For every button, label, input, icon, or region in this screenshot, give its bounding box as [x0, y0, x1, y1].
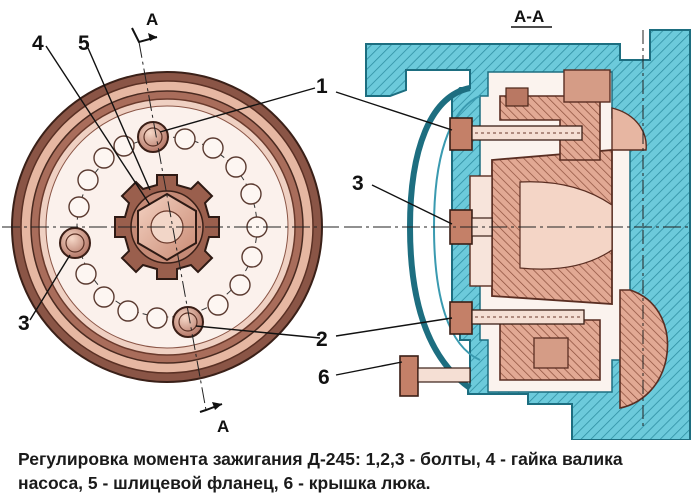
caption-line-2: насоса, 5 - шлицевой фланец, 6 - крышка …: [18, 473, 431, 493]
section-mark-top: A: [131, 10, 158, 44]
bolt-2: [172, 306, 204, 338]
leader-lines-right: [335, 91, 453, 376]
label-4: 4: [32, 32, 44, 55]
section-view-title: А-А: [514, 7, 544, 26]
label-3-right: 3: [352, 172, 364, 195]
label-2: 2: [316, 328, 328, 351]
bolt-1: [137, 121, 169, 153]
label-3-left: 3: [18, 312, 30, 335]
bolt-3: [59, 227, 91, 259]
label-1: 1: [316, 75, 328, 98]
bolt-2-section: [449, 301, 585, 335]
caption-line-1: Регулировка момента зажигания Д-245: 1,2…: [18, 449, 623, 469]
leader-lines-left: [29, 45, 321, 339]
section-line: [138, 41, 207, 411]
ball-ring: [68, 128, 268, 329]
front-view: A A 4 5 1 2 3: [2, 10, 340, 436]
svg-text:A: A: [217, 417, 229, 436]
svg-text:A: A: [146, 10, 158, 29]
label-6: 6: [318, 366, 330, 389]
section-mark-bottom: A: [199, 402, 229, 436]
section-view: А-А: [318, 7, 691, 440]
ignition-timing-diagram: A A 4 5 1 2 3 А-А: [2, 7, 691, 440]
figure-caption: Регулировка момента зажигания Д-245: 1,2…: [18, 447, 688, 495]
bolt-6-cover: [399, 355, 471, 397]
bolt-1-section: [449, 117, 583, 151]
label-5: 5: [78, 32, 90, 55]
